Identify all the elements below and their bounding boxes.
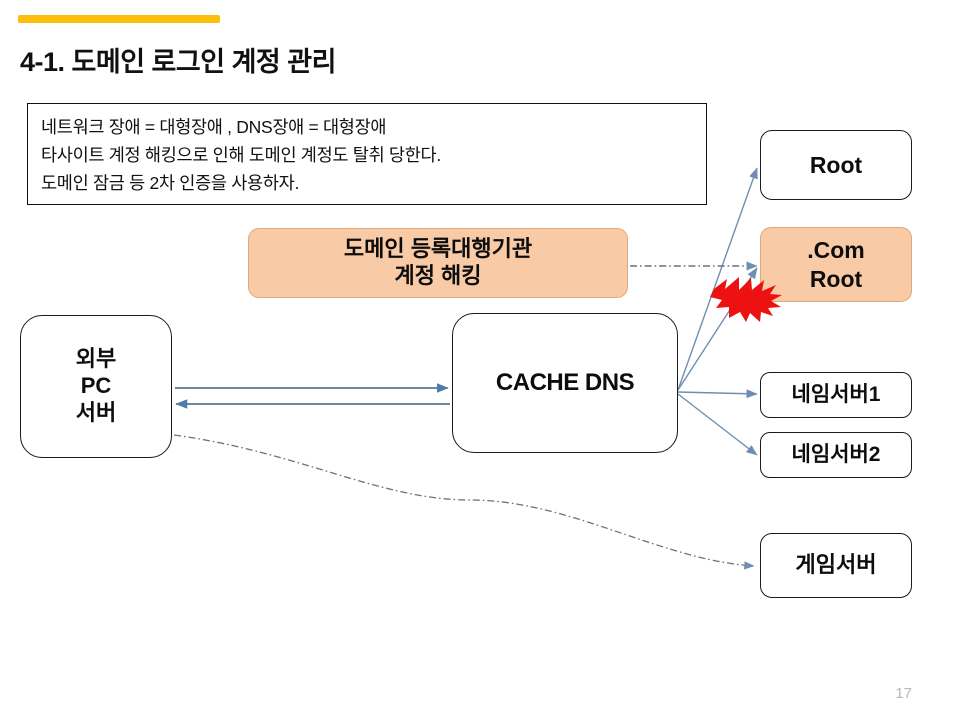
note-line-2: 타사이트 계정 해킹으로 인해 도메인 계정도 탈취 당한다.: [41, 145, 441, 165]
node-nameserver-1[interactable]: 네임서버1: [760, 372, 912, 418]
node-registrar-hack[interactable]: 도메인 등록대행기관 계정 해킹: [248, 228, 628, 298]
connector-cache-to-root: [677, 167, 758, 391]
node-com-root[interactable]: .Com Root: [760, 227, 912, 302]
node-cache-dns-label: CACHE DNS: [495, 369, 635, 397]
connector-cache-to-com-root: [677, 267, 758, 391]
node-root[interactable]: Root: [760, 130, 912, 200]
node-game-server[interactable]: 게임서버: [760, 533, 912, 598]
title-accent-bar: [18, 15, 220, 23]
node-registrar-hack-label: 도메인 등록대행기관 계정 해킹: [343, 236, 533, 288]
node-game-server-label: 게임서버: [795, 552, 877, 578]
node-nameserver-2-label: 네임서버2: [791, 443, 881, 467]
note-line-1: 네트워크 장애 = 대형장애 , DNS장애 = 대형장애: [41, 117, 387, 137]
node-external-pc-server-label: 외부 PC 서버: [75, 346, 117, 425]
connector-cache-to-nameserver-2: [677, 393, 758, 456]
connector-pc-to-game-server: [173, 434, 755, 570]
node-external-pc-server[interactable]: 외부 PC 서버: [20, 315, 172, 458]
node-com-root-label: .Com Root: [807, 237, 865, 292]
node-cache-dns[interactable]: CACHE DNS: [452, 313, 678, 453]
note-box: 네트워크 장애 = 대형장애 , DNS장애 = 대형장애 타사이트 계정 해킹…: [27, 103, 707, 205]
page-number: 17: [895, 685, 912, 702]
note-line-3: 도메인 잠금 등 2차 인증을 사용하자.: [41, 173, 300, 193]
page-title: 4-1. 도메인 로그인 계정 관리: [20, 47, 336, 77]
node-nameserver-2[interactable]: 네임서버2: [760, 432, 912, 478]
node-root-label: Root: [809, 151, 863, 178]
connector-cache-to-nameserver-1: [677, 389, 758, 399]
node-nameserver-1-label: 네임서버1: [791, 383, 881, 407]
